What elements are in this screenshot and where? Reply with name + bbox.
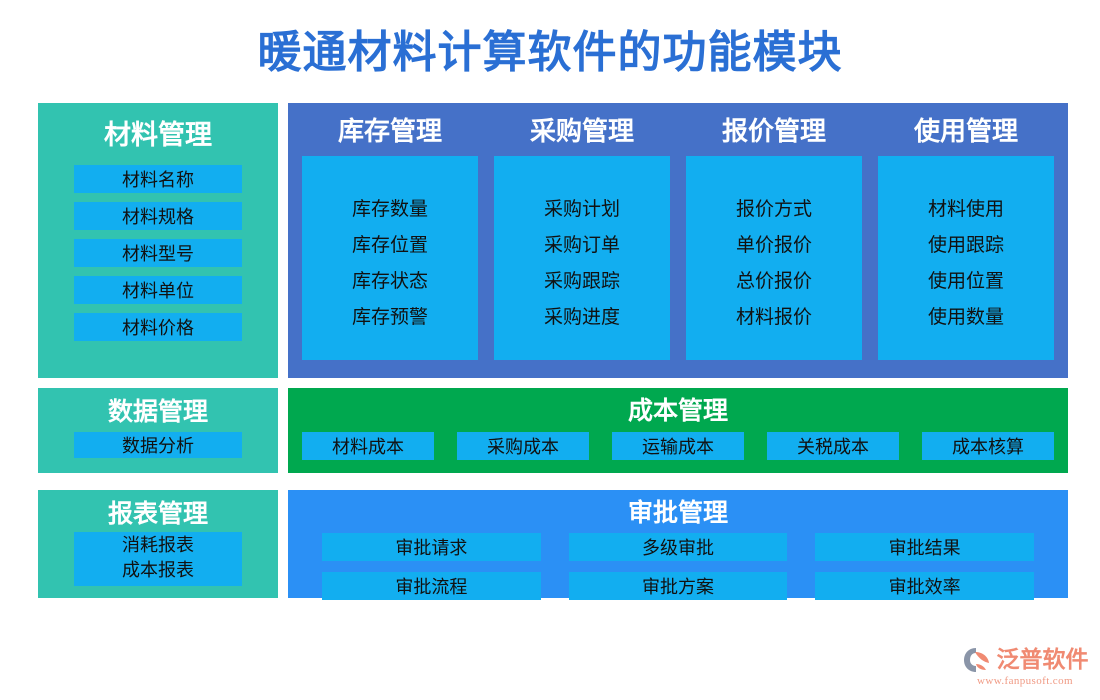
purchase-item[interactable]: 采购订单 [543,235,620,256]
panel-operations-group: 库存管理 库存数量 库存位置 库存状态 库存预警 采购管理 采购计划 采购订单 … [288,103,1068,378]
cost-item[interactable]: 采购成本 [457,432,589,460]
panel-material-management: 材料管理 材料名称 材料规格 材料型号 材料单位 材料价格 [38,103,278,378]
page-title: 暖通材料计算软件的功能模块 [257,28,843,77]
panel-title-usage-management: 使用管理 [913,117,1018,146]
inventory-item[interactable]: 库存位置 [351,235,428,256]
approval-item[interactable]: 审批方案 [568,572,788,600]
panel-title-quotation-management: 报价管理 [721,117,826,146]
panel-title-cost-management: 成本管理 [627,398,728,425]
panel-data-management: 数据管理 数据分析 [38,388,278,473]
usage-item-list: 材料使用 使用跟踪 使用位置 使用数量 [878,156,1054,360]
inventory-item[interactable]: 库存预警 [351,307,428,328]
panel-quotation-management: 报价管理 报价方式 单价报价 总价报价 材料报价 [686,103,862,378]
cost-item[interactable]: 成本核算 [922,432,1054,460]
usage-item[interactable]: 使用数量 [927,307,1004,328]
panel-usage-management: 使用管理 材料使用 使用跟踪 使用位置 使用数量 [878,103,1054,378]
report-item-list: 消耗报表 成本报表 [74,532,242,586]
purchase-item-list: 采购计划 采购订单 采购跟踪 采购进度 [494,156,670,360]
approval-item[interactable]: 审批请求 [322,533,541,561]
material-item[interactable]: 材料规格 [74,202,242,230]
cost-item[interactable]: 材料成本 [302,432,434,460]
material-item[interactable]: 材料单位 [74,276,242,304]
usage-item[interactable]: 使用位置 [927,271,1004,292]
inventory-item[interactable]: 库存状态 [351,271,428,292]
panel-title-data-management: 数据管理 [107,399,208,426]
approval-item[interactable]: 多级审批 [568,533,788,561]
approval-item-list: 审批请求 多级审批 审批结果 审批流程 审批方案 审批效率 [288,529,1068,600]
panel-approval-management: 审批管理 审批请求 多级审批 审批结果 审批流程 审批方案 审批效率 [288,490,1068,600]
inventory-item[interactable]: 库存数量 [351,199,428,220]
panel-title-purchase-management: 采购管理 [529,117,634,146]
quotation-item[interactable]: 单价报价 [735,235,812,256]
panel-cost-management: 成本管理 材料成本 采购成本 运输成本 关税成本 成本核算 [288,388,1068,473]
panel-report-management: 报表管理 消耗报表 成本报表 [38,490,278,598]
data-item[interactable]: 数据分析 [74,432,242,458]
cost-item-list: 材料成本 采购成本 运输成本 关税成本 成本核算 [288,432,1068,460]
logo-brand-name: 泛普软件 [996,647,1089,672]
approval-item[interactable]: 审批流程 [322,572,541,600]
panel-inventory-management: 库存管理 库存数量 库存位置 库存状态 库存预警 [302,103,478,378]
usage-item[interactable]: 材料使用 [927,199,1004,220]
cost-item[interactable]: 运输成本 [612,432,744,460]
panel-purchase-management: 采购管理 采购计划 采购订单 采购跟踪 采购进度 [494,103,670,378]
fanpu-logo-icon [963,648,989,672]
usage-item[interactable]: 使用跟踪 [927,235,1004,256]
brand-logo: 泛普软件 www.fanpusoft.com [962,646,1089,694]
inventory-item-list: 库存数量 库存位置 库存状态 库存预警 [302,156,478,360]
logo-top-row: 泛普软件 [962,646,1089,674]
quotation-item-list: 报价方式 单价报价 总价报价 材料报价 [686,156,862,360]
material-item[interactable]: 材料名称 [74,165,242,193]
approval-item[interactable]: 审批效率 [815,572,1034,600]
logo-url: www.fanpusoft.com [977,675,1073,687]
report-item[interactable]: 消耗报表 [122,535,194,555]
panel-title-report-management: 报表管理 [107,501,208,528]
purchase-item[interactable]: 采购跟踪 [543,271,620,292]
report-item[interactable]: 成本报表 [122,560,194,580]
quotation-item[interactable]: 材料报价 [735,307,812,328]
panel-title-material-management: 材料管理 [104,120,212,150]
purchase-item[interactable]: 采购进度 [543,307,620,328]
panel-title-approval-management: 审批管理 [627,500,728,527]
approval-item[interactable]: 审批结果 [815,533,1034,561]
material-item[interactable]: 材料价格 [74,313,242,341]
material-item-list: 材料名称 材料规格 材料型号 材料单位 材料价格 [38,165,278,341]
material-item[interactable]: 材料型号 [74,239,242,267]
quotation-item[interactable]: 总价报价 [735,271,812,292]
cost-item[interactable]: 关税成本 [767,432,899,460]
panel-title-inventory-management: 库存管理 [337,117,442,146]
purchase-item[interactable]: 采购计划 [543,199,620,220]
quotation-item[interactable]: 报价方式 [735,199,812,220]
